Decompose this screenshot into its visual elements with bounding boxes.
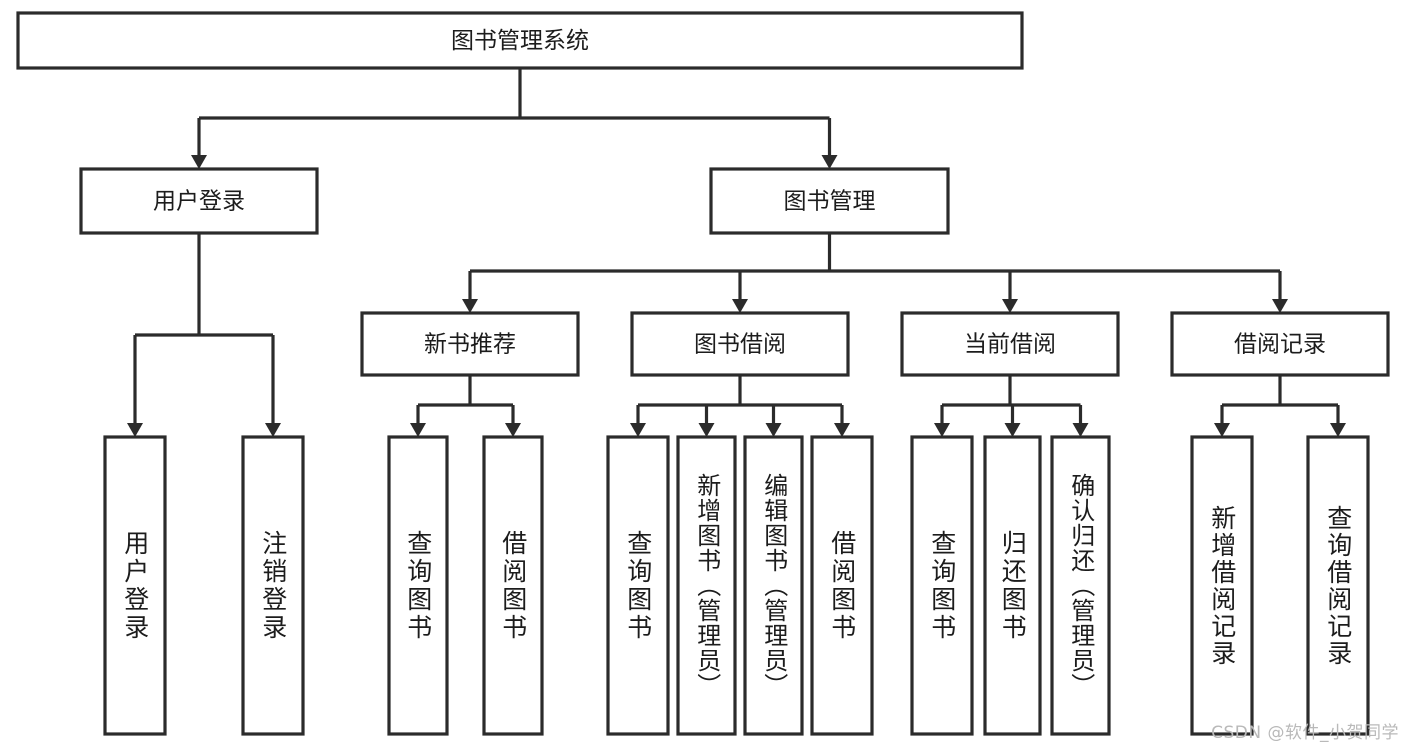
edge-l3-0-branch-1-arrowhead xyxy=(505,423,521,437)
edge-root-branch-1-arrowhead xyxy=(821,155,838,169)
edge-login-branch-0-arrowhead xyxy=(127,423,143,437)
edge-l3-1-branch-3-arrowhead xyxy=(834,423,850,437)
node-root[interactable] xyxy=(16,11,1024,70)
node-leaf-9[interactable] xyxy=(983,435,1042,736)
edge-l3-1-branch-1-arrowhead xyxy=(698,423,715,437)
edge-l3-0-branch-0-arrowhead xyxy=(410,423,426,437)
node-leaf-11[interactable] xyxy=(1190,435,1254,736)
node-level2-0[interactable] xyxy=(79,167,319,235)
node-leaf-1[interactable] xyxy=(241,435,305,736)
edge-l3-1-branch-0-arrowhead xyxy=(630,423,646,437)
edge-l3-2-branch-2-arrowhead xyxy=(1072,423,1089,437)
node-level3-label: 新书推荐 xyxy=(424,332,516,358)
node-level3-label: 借阅记录 xyxy=(1234,332,1326,358)
node-root-label: 图书管理系统 xyxy=(451,28,589,54)
edge-bookmgmt-branch-0-arrowhead xyxy=(462,299,478,313)
edge-login-branch-1-arrowhead xyxy=(265,423,281,437)
edge-l3-3-branch-1-arrowhead xyxy=(1330,423,1346,437)
node-leaf-10[interactable] xyxy=(1050,435,1111,736)
edge-l3-2-branch-0-arrowhead xyxy=(934,423,950,437)
node-leaf-6[interactable] xyxy=(743,435,804,736)
node-leaf-12[interactable] xyxy=(1306,435,1370,736)
node-level3-label: 当前借阅 xyxy=(964,332,1056,358)
node-leaf-0[interactable] xyxy=(103,435,167,736)
node-level2-label: 图书管理 xyxy=(784,189,876,215)
edge-l3-2-branch-1-arrowhead xyxy=(1004,423,1021,437)
edge-l3-3-branch-0-arrowhead xyxy=(1214,423,1230,437)
node-leaf-4[interactable] xyxy=(606,435,670,736)
node-level3-label: 图书借阅 xyxy=(694,332,786,358)
edge-bookmgmt-branch-3-arrowhead xyxy=(1272,299,1288,313)
node-leaf-3[interactable] xyxy=(482,435,544,736)
node-leaf-5[interactable] xyxy=(676,435,737,736)
node-level3-0[interactable] xyxy=(360,311,580,377)
node-leaf-7[interactable] xyxy=(810,435,874,736)
node-level3-2[interactable] xyxy=(900,311,1120,377)
node-leaf-2[interactable] xyxy=(387,435,449,736)
node-level3-1[interactable] xyxy=(630,311,850,377)
node-level2-label: 用户登录 xyxy=(153,189,245,215)
edge-bookmgmt-branch-1-arrowhead xyxy=(732,299,748,313)
edge-root-branch-0-arrowhead xyxy=(191,155,207,169)
node-level2-1[interactable] xyxy=(709,167,950,235)
edge-bookmgmt-branch-2-arrowhead xyxy=(1002,299,1018,313)
node-leaf-8[interactable] xyxy=(910,435,974,736)
connector-layer xyxy=(127,68,1346,437)
watermark: CSDN @软件_小贺同学 xyxy=(1211,723,1399,743)
node-level3-3[interactable] xyxy=(1170,311,1390,377)
edge-l3-1-branch-2-arrowhead xyxy=(765,423,782,437)
